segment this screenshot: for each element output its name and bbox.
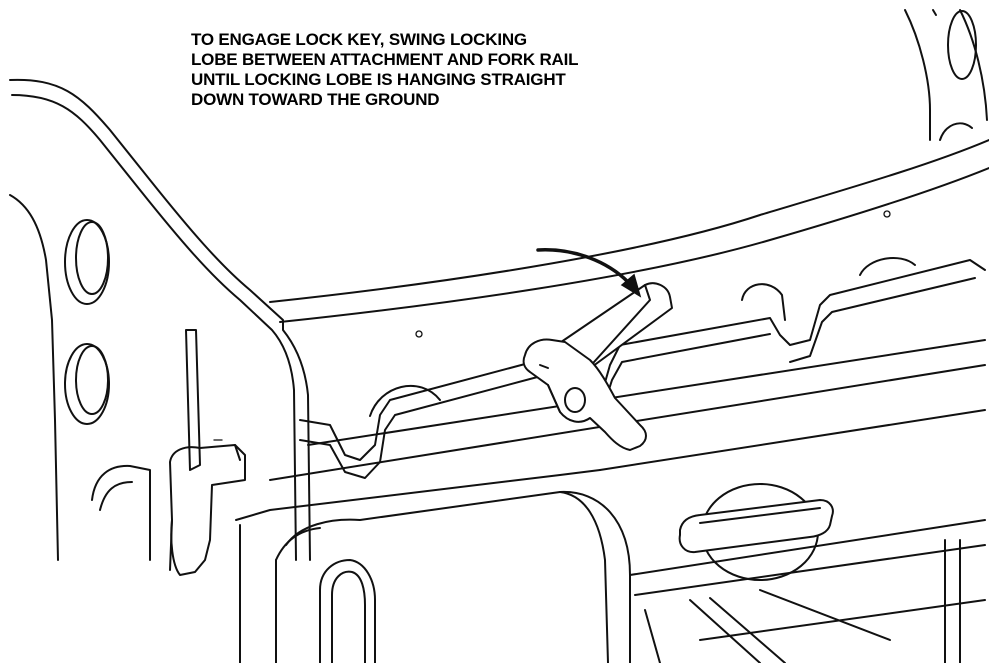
lower-rail xyxy=(599,409,986,663)
instruction-line-4: DOWN TOWARD THE GROUND xyxy=(191,90,440,109)
curved-arrow-icon xyxy=(536,248,642,298)
rear-frame xyxy=(904,9,988,141)
instruction-line-2: LOBE BETWEEN ATTACHMENT AND FORK RAIL xyxy=(191,50,579,69)
side-plate xyxy=(9,78,311,561)
instruction-line-3: UNTIL LOCKING LOBE IS HANGING STRAIGHT xyxy=(191,70,566,89)
lock-key xyxy=(522,282,673,451)
hook-bracket xyxy=(91,444,246,576)
fork-sleeve xyxy=(235,469,631,663)
instruction-line-1: TO ENGAGE LOCK KEY, SWING LOCKING xyxy=(191,30,527,49)
instruction-text: TO ENGAGE LOCK KEY, SWING LOCKING LOBE B… xyxy=(191,30,661,110)
notched-rail xyxy=(269,257,986,481)
fork-rail xyxy=(269,139,989,338)
